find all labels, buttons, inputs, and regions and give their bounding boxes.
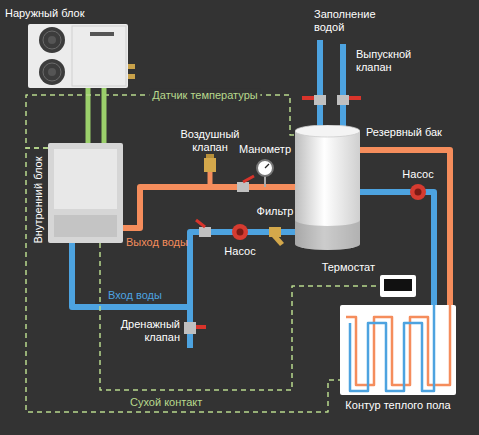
thermostat: Термостат (380, 275, 416, 297)
valve-handle (196, 325, 206, 329)
floor-panel (340, 305, 456, 395)
tank-body (295, 131, 360, 250)
air-valve-body (204, 158, 216, 172)
node-heading: Внутренний блок (32, 157, 45, 244)
valve-body (184, 322, 196, 334)
pump-hub (237, 229, 244, 236)
fan-hub (48, 36, 56, 44)
lower-panel (54, 215, 117, 237)
component-label: Сухой контакт (130, 396, 202, 409)
pump-symbol (232, 224, 248, 240)
tank-band (295, 220, 360, 250)
valve-body (237, 182, 249, 192)
node-heading: Резервный бак (366, 126, 442, 139)
valve-body (337, 95, 349, 105)
indoor-unit: Внутренний блок (48, 143, 123, 243)
unit-housing (28, 24, 128, 88)
floor-heating-loop: Контур теплого пола (340, 305, 456, 395)
thermostat-body (380, 275, 416, 297)
side-panel (72, 26, 126, 86)
thermostat-screen (384, 279, 412, 291)
manometer-dial (257, 160, 273, 176)
valve-body (314, 95, 326, 105)
unit-housing (48, 143, 123, 243)
filter-body (269, 227, 281, 237)
water-pipe (123, 187, 295, 228)
fan-grille (39, 59, 65, 85)
tank-top (295, 125, 360, 137)
component-label: Насос (224, 245, 255, 258)
water-pipe (360, 150, 450, 305)
air-valve-stem (208, 170, 213, 187)
valve-handle (243, 176, 254, 182)
outdoor-unit: Наружный блок (28, 24, 128, 88)
manometer-needle (265, 164, 269, 168)
valve-body (199, 227, 211, 237)
fan-grille (39, 27, 65, 53)
valve-handle (302, 96, 314, 100)
component-label: Выход воды (126, 236, 188, 249)
thermostat-shape (380, 275, 416, 297)
manometer-stem (264, 176, 266, 187)
component-label: Воздушный клапан (177, 128, 243, 154)
exhaust-pipe (340, 44, 346, 128)
signal-label: Датчик температуры (149, 89, 260, 102)
floor-heating-loop-shape (340, 305, 456, 395)
brass-fitting (128, 74, 135, 79)
node-heading: Наружный блок (5, 7, 85, 20)
component-label: Фильтр (257, 205, 294, 218)
water-pipe (360, 192, 434, 305)
outdoor-unit-shape (28, 24, 128, 88)
node-heading: Контур теплого пола (345, 399, 450, 412)
pump-symbol (410, 184, 426, 200)
component-label: Манометр (239, 143, 291, 156)
fill-pipe (317, 40, 323, 128)
front-panel (54, 149, 117, 209)
air-valve-cap (206, 154, 214, 158)
signal-line (26, 95, 295, 148)
component-label: Выпускной клапан (356, 48, 418, 74)
fan-ring (43, 63, 61, 81)
brass-fitting (128, 64, 135, 69)
buffer-tank-shape (295, 125, 360, 250)
signal-line (100, 243, 380, 390)
valve-handle (349, 96, 361, 100)
brand-plate (90, 32, 114, 36)
pump-hub (415, 189, 422, 196)
refrigerant-pipe (102, 88, 107, 143)
component-label: Насос (402, 168, 433, 181)
fan-ring (43, 31, 61, 49)
signal-line (26, 148, 340, 412)
valve-handle (196, 220, 205, 227)
node-heading: Термостат (322, 261, 375, 274)
water-pipe (86, 88, 91, 143)
component-label: Дренажный клапан (114, 318, 180, 344)
buffer-tank: Резервный бак (295, 125, 360, 250)
filter-leg (272, 236, 284, 246)
component-label: Заполнение водой (314, 8, 384, 34)
indoor-unit-shape (48, 143, 123, 243)
return-coil (350, 305, 434, 391)
component-label: Вход воды (108, 289, 162, 302)
water-pipe (72, 232, 295, 307)
fan-hub (48, 68, 56, 76)
